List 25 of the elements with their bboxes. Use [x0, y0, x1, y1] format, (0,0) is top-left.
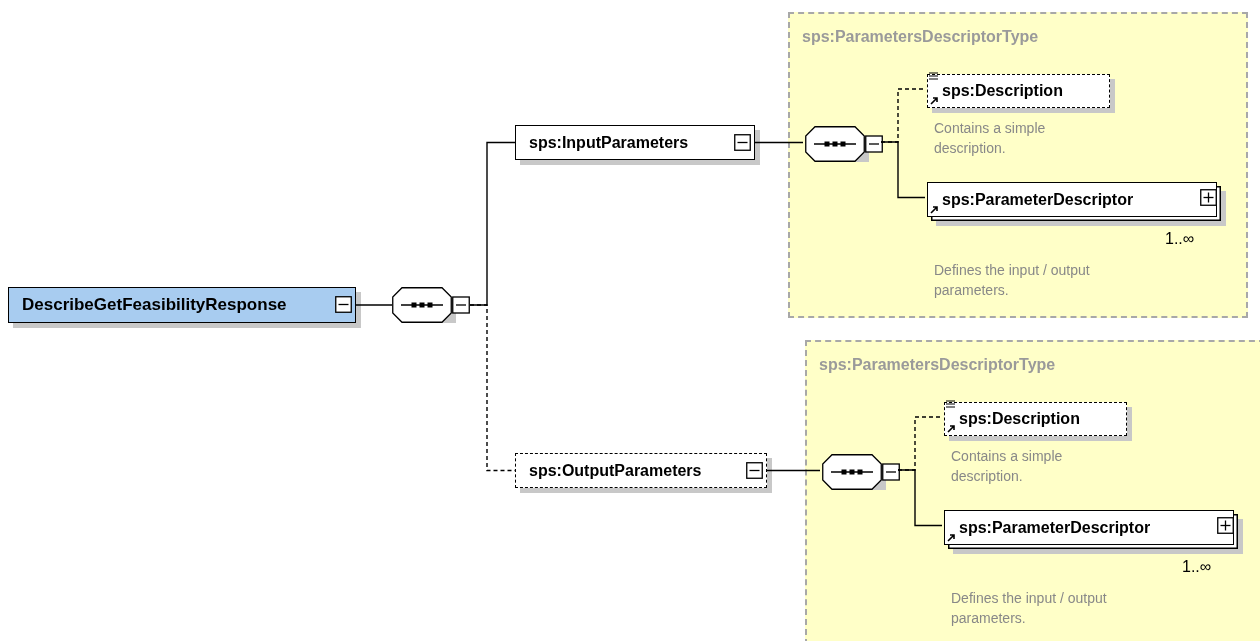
type-name: sps:ParametersDescriptorType: [802, 28, 1039, 46]
annotation-text: Defines the input / output parameters.: [951, 589, 1108, 628]
sequence-compositor: [392, 287, 470, 323]
occurrence-label: 1..∞: [1182, 558, 1212, 576]
annotation-text: Contains a simple description.: [934, 119, 1047, 158]
element-name: sps:InputParameters: [529, 133, 689, 152]
connector-line: [897, 469, 943, 527]
connector-line: [766, 469, 821, 472]
element-name: sps:Description: [959, 410, 1080, 428]
element-name: sps:ParameterDescriptor: [959, 518, 1151, 537]
connector-line: [754, 141, 804, 144]
complex-type-panel: [788, 12, 1248, 318]
complex-type-panel: [805, 340, 1260, 641]
annotation-text: Defines the input / output parameters.: [934, 261, 1091, 300]
sequence-compositor: [822, 454, 900, 490]
connector-line: [355, 304, 393, 306]
occurrence-label: 1..∞: [1165, 230, 1195, 248]
type-name: sps:ParametersDescriptorType: [819, 356, 1056, 374]
element-name: sps:ParameterDescriptor: [942, 190, 1134, 209]
element-name: DescribeGetFeasibilityResponse: [22, 295, 287, 315]
sequence-compositor: [805, 126, 883, 162]
element-name: sps:OutputParameters: [529, 461, 702, 480]
connector-line: [880, 141, 926, 199]
annotation-text: Contains a simple description.: [951, 447, 1064, 486]
element-name: sps:Description: [942, 82, 1063, 100]
